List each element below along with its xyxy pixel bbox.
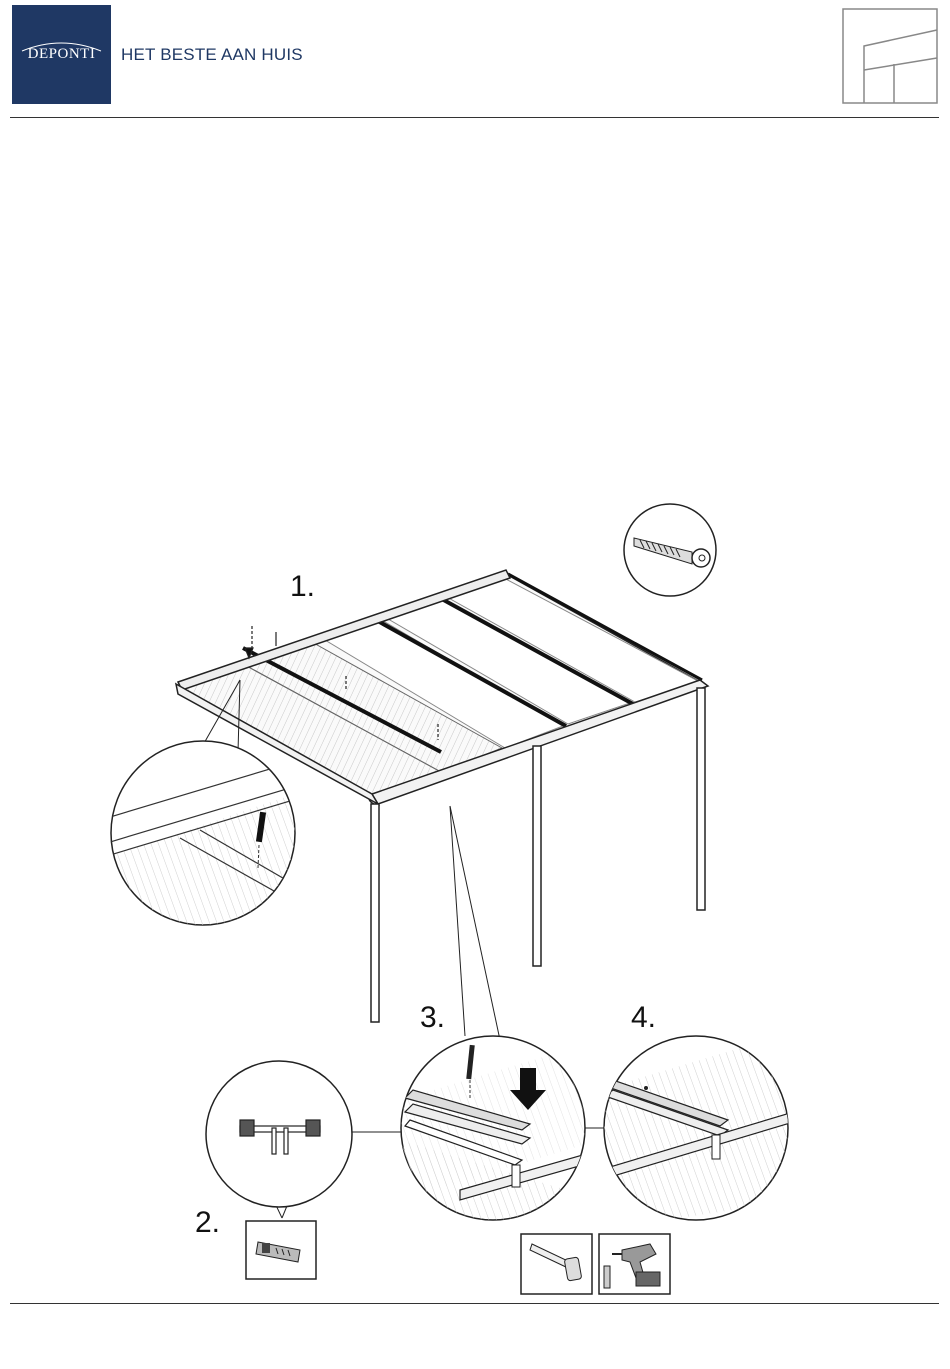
step-1-label: 1.: [290, 570, 315, 603]
detail-circle-2: [206, 1061, 352, 1207]
step-2-label: 2.: [195, 1206, 220, 1239]
step-3-label: 3.: [420, 1001, 445, 1034]
hammer-icon: [521, 1234, 592, 1294]
screw-icon: [624, 504, 716, 596]
step-4-label: 4.: [631, 1001, 656, 1034]
detail-circle-4: [600, 1030, 800, 1230]
detail-circle-1: [100, 741, 300, 1000]
end-cap-icon: [246, 1221, 316, 1279]
detail-circle-3: [400, 1036, 600, 1230]
drill-icon: [599, 1234, 670, 1294]
